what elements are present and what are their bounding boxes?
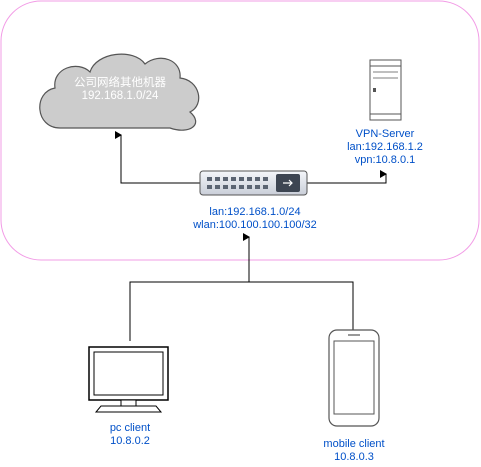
clients-to-router-connector bbox=[129, 233, 354, 341]
router-label: lan:192.168.1.0/24 wlan:100.100.100.100/… bbox=[180, 206, 330, 232]
pc-client-label: pc client 10.8.0.2 bbox=[80, 422, 180, 448]
vpn-server-lan: lan:192.168.1.2 bbox=[347, 141, 423, 153]
pc-client-ip: 10.8.0.2 bbox=[110, 435, 150, 447]
server-icon bbox=[369, 59, 402, 121]
vpn-server-name: VPN-Server bbox=[355, 128, 415, 140]
vpn-server-label: VPN-Server lan:192.168.1.2 vpn:10.8.0.1 bbox=[330, 128, 440, 167]
pc-monitor-icon bbox=[88, 346, 169, 413]
cloud-label-line1: 公司网络其他机器 bbox=[74, 77, 166, 89]
mobile-client-ip: 10.8.0.3 bbox=[334, 451, 374, 463]
pc-client-name: pc client bbox=[109, 422, 151, 434]
mobile-phone-icon bbox=[328, 329, 380, 427]
router-icon bbox=[199, 170, 308, 196]
mobile-client-name: mobile client bbox=[323, 438, 385, 450]
router-lan: lan:192.168.1.0/24 bbox=[209, 206, 301, 218]
cloud-label-line2: 192.168.1.0/24 bbox=[81, 90, 159, 102]
router-to-vpn-connector bbox=[307, 170, 387, 184]
cloud-label: 公司网络其他机器 192.168.1.0/24 bbox=[55, 77, 185, 103]
cloud-icon bbox=[39, 53, 200, 131]
mobile-client-label: mobile client 10.8.0.3 bbox=[304, 438, 404, 464]
router-to-cloud-connector bbox=[115, 131, 200, 184]
router-wlan: wlan:100.100.100.100/32 bbox=[193, 219, 317, 231]
vpn-server-vpn: vpn:10.8.0.1 bbox=[354, 154, 416, 166]
network-boundary bbox=[0, 0, 480, 261]
